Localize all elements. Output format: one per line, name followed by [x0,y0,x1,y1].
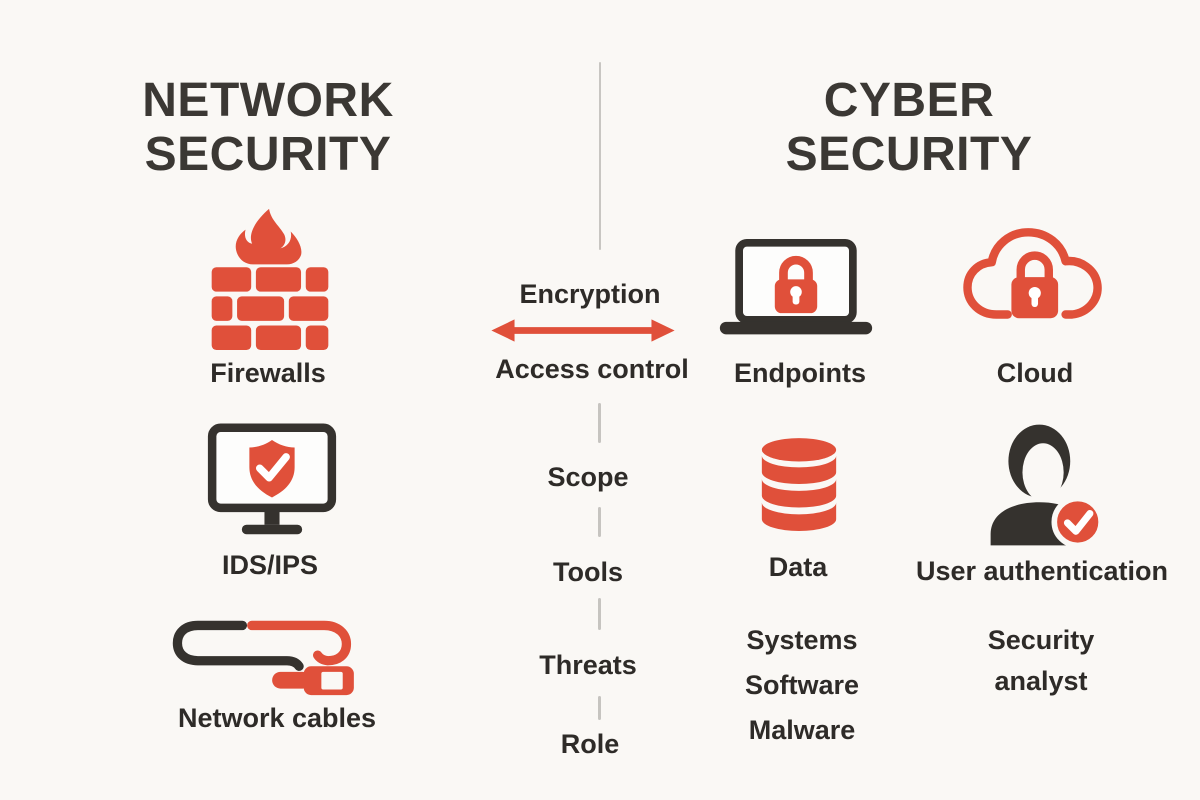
data-item [755,437,843,535]
database-icon [761,438,837,531]
ids-ips-monitor-icon [207,423,337,535]
dash-segment [598,403,601,443]
network-security-title-line2: SECURITY [144,128,392,181]
role-term: Role [560,729,620,759]
cloud-item [959,222,1118,336]
cloud-lock-icon [963,228,1102,319]
firewall-item [204,207,336,350]
user-authentication-item [985,422,1103,547]
cyber-threat-list: Systems Software Malware [652,618,952,753]
endpoints-item [714,238,878,344]
data-label: Data [768,552,828,582]
endpoints-label: Endpoints [734,358,866,388]
access-control-term: Access control [495,354,689,384]
dash-segment [598,696,601,720]
network-security-title-line1: NETWORK [142,74,394,127]
cyber-security-title-line2: SECURITY [785,128,1033,181]
dash-segment [598,507,601,537]
user-check-icon [990,424,1103,547]
threat-list-item: Malware [748,715,856,745]
cloud-label: Cloud [996,358,1074,388]
laptop-lock-icon [719,238,873,335]
divider-line [599,62,601,250]
tools-term: Tools [553,557,623,587]
user-authentication-label: User authentication [915,556,1169,586]
double-arrow [488,317,678,344]
scope-term: Scope [547,462,629,492]
double-arrow-icon [491,319,675,342]
network-security-title: NETWORK SECURITY [68,74,468,182]
network-cables-icon [172,620,354,696]
encryption-term: Encryption [519,279,661,309]
network-cables-label: Network cables [177,703,377,733]
threat-list-item: Systems [746,625,858,655]
firewalls-label: Firewalls [210,358,326,388]
threat-list-item: Software [744,670,860,700]
firewall-icon [211,208,329,350]
threats-term: Threats [539,650,637,680]
cyber-security-title-line1: CYBER [823,74,995,127]
dash-segment [598,598,601,630]
security-analyst-label: Security analyst [987,625,1095,696]
cyber-security-title: CYBER SECURITY [709,74,1109,182]
ids-ips-item [206,423,338,538]
network-cables-item [170,614,365,700]
ids-ips-label: IDS/IPS [221,550,319,580]
